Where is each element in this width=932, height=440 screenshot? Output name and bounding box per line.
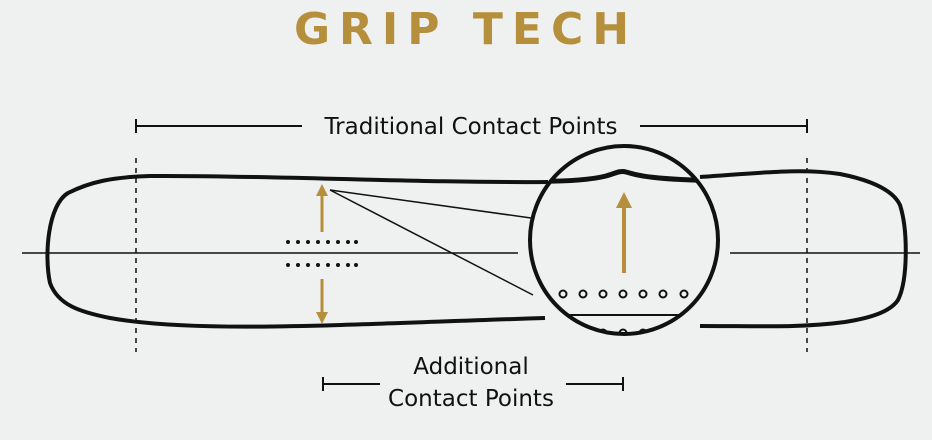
traditional-contact-points-label: Traditional Contact Points (324, 114, 618, 140)
additional-dimension-line (322, 377, 624, 391)
page-title: GRIP TECH (293, 4, 639, 55)
traditional-dimension-line (135, 119, 808, 133)
snowboard-outline-left (45, 173, 549, 329)
additional-label-line2: Contact Points (388, 386, 554, 412)
callout-line-bottom (329, 189, 534, 296)
callout-line-top (329, 189, 532, 219)
magnified-dot-row-top (558, 289, 689, 299)
board-dot-rows (286, 240, 358, 267)
snowboard-outline-right (699, 169, 908, 329)
additional-label-line1: Additional (413, 354, 528, 380)
magnified-edge (530, 169, 718, 184)
